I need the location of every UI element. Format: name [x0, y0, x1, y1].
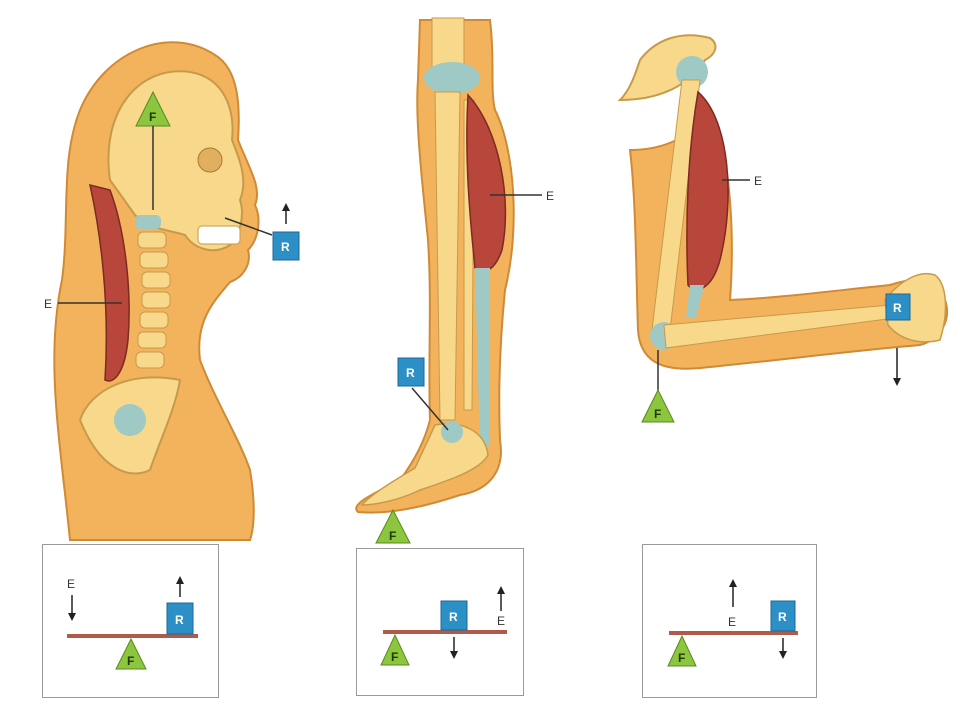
resistance-label: R — [449, 610, 458, 624]
fulcrum-label: F — [389, 529, 396, 543]
resistance-label: R — [893, 301, 902, 315]
resistance-box — [770, 600, 796, 632]
effort-label: E — [67, 577, 75, 591]
biceps-tendon — [686, 285, 704, 318]
fulcrum-triangle — [641, 388, 675, 423]
femur — [431, 17, 465, 69]
lever-diagram-svg: F E R — [667, 579, 798, 667]
resistance-label: R — [406, 366, 415, 380]
knee-joint — [424, 62, 480, 94]
resistance-arrowhead — [450, 651, 458, 659]
resistance-label: R — [175, 613, 184, 627]
lever-diagram-svg: F R E — [380, 586, 507, 666]
resistance-box — [397, 357, 425, 387]
fulcrum-label: F — [127, 654, 134, 668]
head-neck-illustration: F E R — [44, 41, 300, 541]
shoulder-joint — [114, 404, 146, 436]
fulcrum-triangle — [667, 634, 697, 667]
fulcrum-triangle — [115, 637, 147, 670]
fulcrum-triangle — [375, 508, 411, 544]
resistance-pointer — [224, 217, 273, 236]
eye-socket — [197, 147, 223, 173]
achilles-tendon — [475, 268, 490, 450]
resistance-arrowhead — [893, 378, 901, 386]
effort-label: E — [754, 174, 762, 188]
hand-bones — [884, 273, 947, 343]
resistance-label: R — [281, 240, 290, 254]
cervical-spine — [135, 215, 171, 369]
effort-label: E — [497, 614, 505, 628]
foot-bones — [360, 423, 489, 506]
leg-foot-illustration: E R F — [355, 17, 554, 544]
resistance-arrowhead — [176, 576, 184, 584]
resistance-pointer — [411, 387, 449, 431]
scapula — [617, 34, 717, 102]
resistance-label: R — [778, 610, 787, 624]
lever-diagram-first-class: E F R — [42, 544, 219, 698]
resistance-box — [272, 231, 300, 261]
neck-muscle — [89, 183, 130, 382]
ankle-joint — [441, 421, 463, 443]
fulcrum-label: F — [149, 110, 156, 124]
teeth — [197, 225, 241, 245]
lever-diagram-svg: E F R — [67, 576, 198, 670]
fulcrum-label: F — [654, 407, 661, 421]
effort-label: E — [546, 189, 554, 203]
resistance-box — [440, 600, 468, 631]
fulcrum-triangle — [380, 633, 410, 666]
effort-label: E — [728, 615, 736, 629]
resistance-box — [166, 602, 194, 635]
fulcrum-label: F — [678, 651, 685, 665]
biceps-muscle — [686, 90, 729, 291]
lever-diagram-third-class: F E R — [642, 544, 817, 698]
effort-arrowhead — [497, 586, 505, 594]
tibia — [434, 91, 461, 421]
lever-diagram-second-class: F R E — [356, 548, 524, 696]
fulcrum-label: F — [391, 650, 398, 664]
effort-arrowhead — [68, 613, 76, 621]
resistance-box — [885, 293, 911, 321]
resistance-arrowhead — [779, 651, 787, 659]
effort-label: E — [44, 297, 52, 311]
resistance-arrowhead — [282, 203, 290, 211]
arm-illustration: E R F — [617, 34, 948, 423]
effort-arrowhead — [729, 579, 737, 587]
